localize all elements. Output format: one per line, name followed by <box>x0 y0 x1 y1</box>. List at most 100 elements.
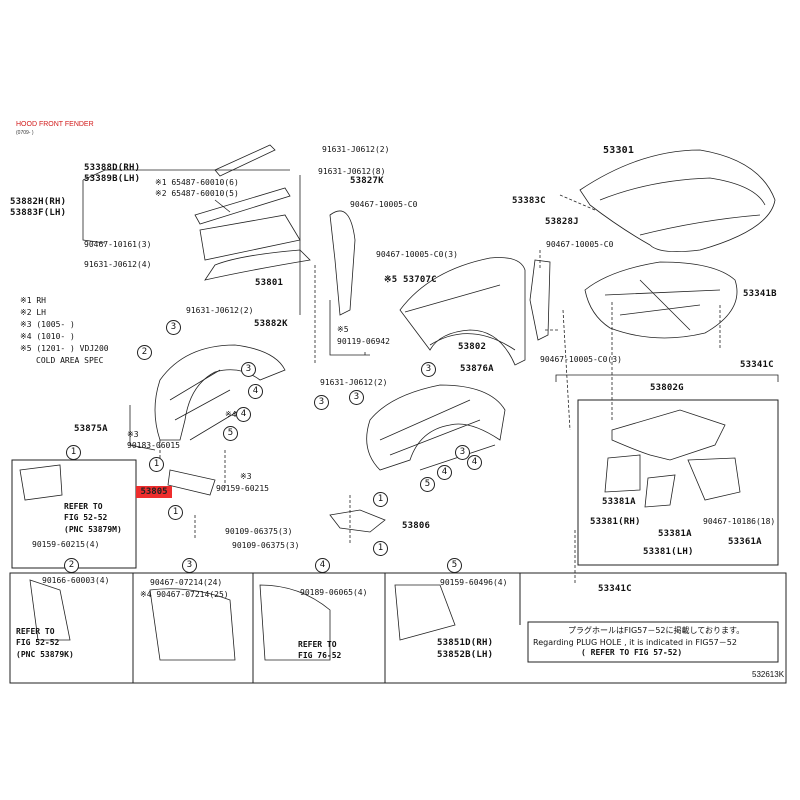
part-53388d[interactable]: 53388D(RH) <box>84 163 141 173</box>
part-53341c-a[interactable]: 53341C <box>740 360 774 370</box>
inset2-refer: REFER TO <box>16 627 55 636</box>
part-53381a-b[interactable]: 53381A <box>658 529 692 539</box>
legend-4: ※4 (1010- ) <box>20 332 75 341</box>
note-ref[interactable]: ( REFER TO FIG 57-52) <box>581 648 683 657</box>
part-53882h[interactable]: 53882H(RH) <box>10 197 67 207</box>
legend-rh: ※1 RH <box>20 296 46 305</box>
part-53341c-b[interactable]: 53341C <box>598 584 632 594</box>
hood-outline <box>579 149 776 253</box>
part-90467-10005-d[interactable]: 90467-10005-C0(3) <box>540 355 622 364</box>
part-53802[interactable]: 53802 <box>458 342 487 352</box>
inset2-fig[interactable]: FIG 52-52 <box>16 638 60 647</box>
part-star3: ※3 <box>127 430 139 439</box>
part-53806[interactable]: 53806 <box>402 521 431 531</box>
part-star4: ※4 <box>225 410 237 419</box>
inset4-refer: REFER TO <box>298 640 337 649</box>
part-65487-lh[interactable]: ※2 65487-60010(5) <box>155 189 239 198</box>
callout-circle-3: 3 <box>241 362 256 377</box>
inset5-bolt[interactable]: 90159-60496(4) <box>440 578 508 587</box>
inset1-refer: REFER TO <box>64 502 103 511</box>
part-53707c[interactable]: ※5 53707C <box>384 275 437 285</box>
part-91631-j0612-4[interactable]: 91631-J0612(4) <box>84 260 152 269</box>
part-53361a[interactable]: 53361A <box>728 537 762 547</box>
part-90467-10005-c[interactable]: 90467-10005-C0 <box>546 240 614 249</box>
cold-area-shield <box>611 409 726 461</box>
part-53341b[interactable]: 53341B <box>743 289 777 299</box>
callout-circle-3: 3 <box>166 320 181 335</box>
note-jp: プラグホールはFIG57－52に掲載しております。 <box>568 626 745 635</box>
part-65487-rh[interactable]: ※1 65487-60010(6) <box>155 178 239 187</box>
part-53827k[interactable]: 53827K <box>350 176 384 186</box>
inset5-lh[interactable]: 53852B(LH) <box>437 650 494 660</box>
part-91631-j0612-2a[interactable]: 91631-J0612(2) <box>322 145 390 154</box>
callout-circle-1: 1 <box>373 492 388 507</box>
diagram-title: HOOD FRONT FENDER <box>16 121 94 128</box>
inset5-rh[interactable]: 53851D(RH) <box>437 638 494 648</box>
part-53389b[interactable]: 53389B(LH) <box>84 174 141 184</box>
part-53801[interactable]: 53801 <box>255 278 284 288</box>
part-star3b: ※3 <box>240 472 252 481</box>
part-90109-06375-b[interactable]: 90109-06375(3) <box>232 541 300 550</box>
part-53381-rh[interactable]: 53381(RH) <box>590 517 641 527</box>
callout-circle-3: 3 <box>314 395 329 410</box>
inset3-bolt-b[interactable]: ※4 90467-07214(25) <box>140 590 229 599</box>
part-90467-10005-a[interactable]: 90467-10005-C0 <box>350 200 418 209</box>
callout-circle-5: 5 <box>223 426 238 441</box>
part-90109-06375-a[interactable]: 90109-06375(3) <box>225 527 293 536</box>
inset3-bolt-a[interactable]: 90467-07214(24) <box>150 578 223 587</box>
callout-circle-1: 1 <box>373 541 388 556</box>
fender-support-strip <box>194 187 291 225</box>
part-91631-j0612-2b[interactable]: 91631-J0612(2) <box>186 306 254 315</box>
fender-seal-strip <box>214 144 276 177</box>
part-90467-10005-b[interactable]: 90467-10005-C0(3) <box>376 250 458 259</box>
diagram-id: 532613K <box>752 670 785 679</box>
inset-circle-3: 3 <box>182 558 197 573</box>
inset-circle-2: 2 <box>64 558 79 573</box>
inset2-bolt[interactable]: 90166-60003(4) <box>42 576 110 585</box>
part-53381-lh[interactable]: 53381(LH) <box>643 547 694 557</box>
diagram-subtitle: (0709- ) <box>16 130 34 136</box>
callout-circle-4: 4 <box>467 455 482 470</box>
note-en: Regarding PLUG HOLE , it is indicated in… <box>533 638 737 647</box>
part-90183-06015[interactable]: 90183-06015 <box>127 441 180 450</box>
part-53876a[interactable]: 53876A <box>460 364 494 374</box>
inset-circle-1: 1 <box>66 445 81 460</box>
highlighted-part-53805[interactable]: 53805 <box>136 486 172 498</box>
legend-cold: COLD AREA SPEC <box>36 356 104 365</box>
inset4-fig[interactable]: FIG 76-52 <box>298 651 342 660</box>
hood-insulator <box>584 261 738 339</box>
part-90467-10161[interactable]: 90467-10161(3) <box>84 240 152 249</box>
part-53875a[interactable]: 53875A <box>74 424 108 434</box>
legend-5: ※5 (1201- ) VDJ200 <box>20 344 109 353</box>
part-star5: ※5 <box>337 325 349 334</box>
front-fender <box>399 257 526 366</box>
inset1-fig[interactable]: FIG 52-52 <box>64 513 108 522</box>
part-53802g[interactable]: 53802G <box>650 383 684 393</box>
part-90467-10186[interactable]: 90467-10186(18) <box>703 517 776 526</box>
part-91631-j0612-2c[interactable]: 91631-J0612(2) <box>320 378 388 387</box>
part-91631-j0612-8[interactable]: 91631-J0612(8) <box>318 167 386 176</box>
callout-circle-4: 4 <box>236 407 251 422</box>
part-53883f[interactable]: 53883F(LH) <box>10 208 67 218</box>
part-53828j[interactable]: 53828J <box>545 217 579 227</box>
legend-3: ※3 (1005- ) <box>20 320 75 329</box>
part-53381a-a[interactable]: 53381A <box>602 497 636 507</box>
inset-circle-5: 5 <box>447 558 462 573</box>
callout-circle-3: 3 <box>421 362 436 377</box>
part-90159-60215[interactable]: 90159-60215 <box>216 484 269 493</box>
right-liner <box>366 384 506 471</box>
callout-circle-3: 3 <box>455 445 470 460</box>
part-53882k[interactable]: 53882K <box>254 319 288 329</box>
part-53383c[interactable]: 53383C <box>512 196 546 206</box>
part-53301[interactable]: 53301 <box>603 145 635 156</box>
legend-lh: ※2 LH <box>20 308 46 317</box>
inset1-bolt[interactable]: 90159-60215(4) <box>32 540 100 549</box>
callout-circle-5: 5 <box>420 477 435 492</box>
callout-circle-1: 1 <box>149 457 164 472</box>
inset1-pnc: (PNC 53879M) <box>64 525 122 534</box>
callout-circle-1: 1 <box>168 505 183 520</box>
part-90119-06942[interactable]: 90119-06942 <box>337 337 390 346</box>
callout-circle-4: 4 <box>248 384 263 399</box>
inset4-bolt[interactable]: 90189-06065(4) <box>300 588 368 597</box>
